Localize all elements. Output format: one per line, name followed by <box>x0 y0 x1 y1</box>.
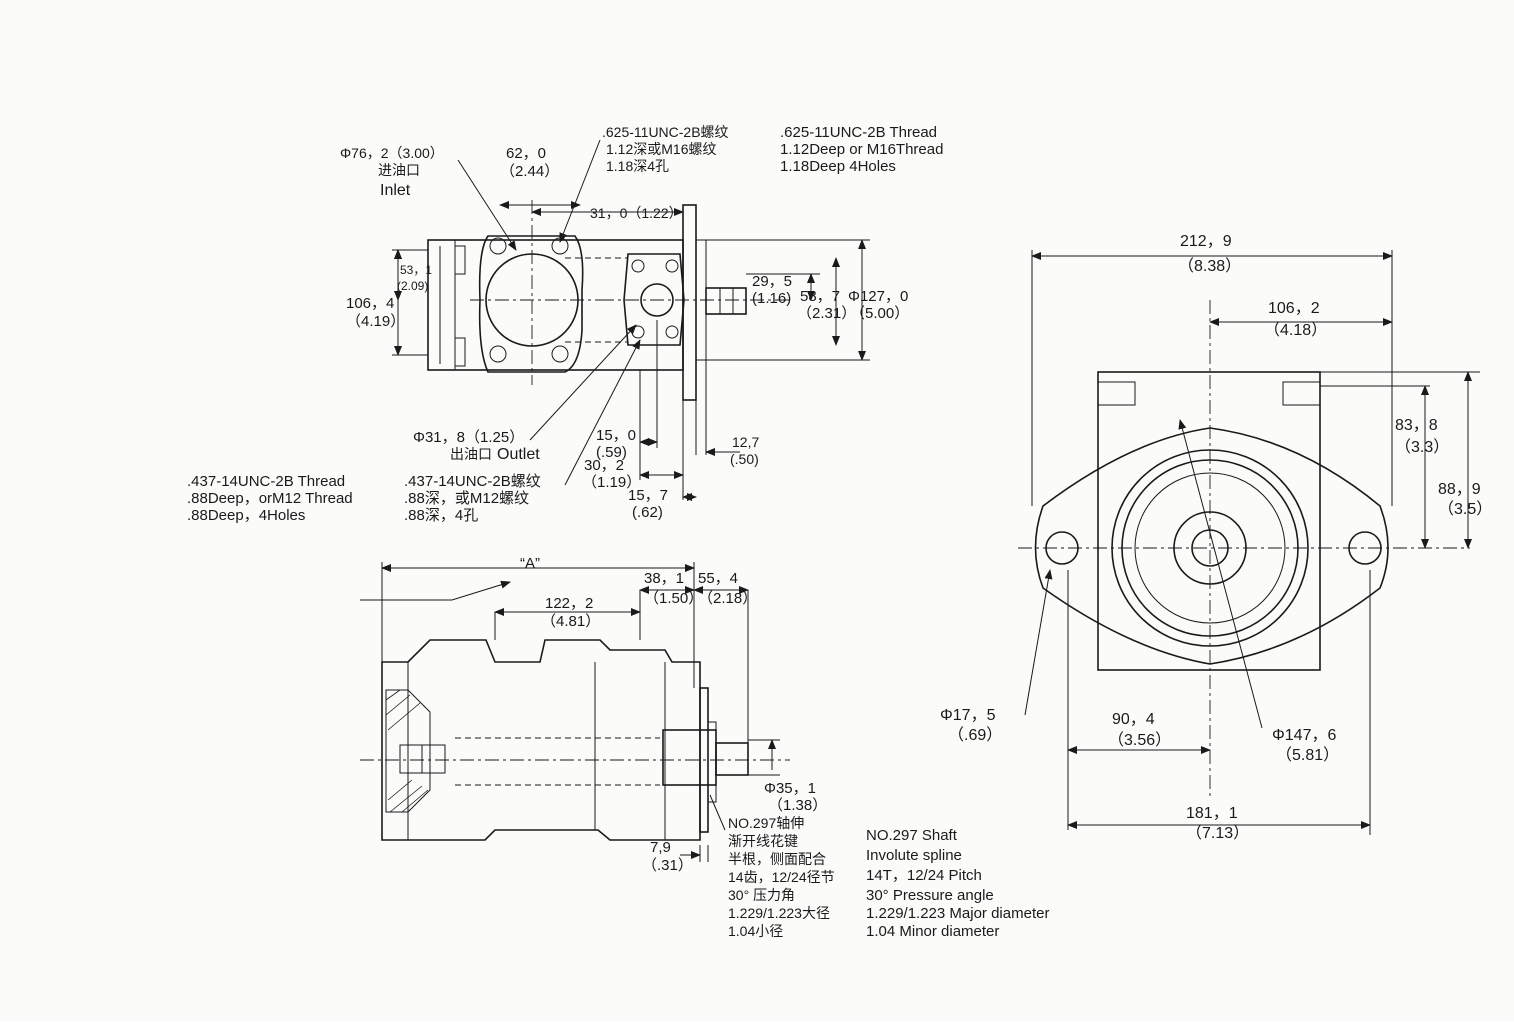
label-thread-en-1: .625-11UNC-2B Thread <box>780 124 937 141</box>
label-dim-88: 88，9 <box>1438 481 1481 498</box>
label-dim-90: 90，4 <box>1112 711 1155 728</box>
label-dim-88-in: （3.5） <box>1438 500 1492 518</box>
label-dim-35: Φ35，1 <box>764 780 816 797</box>
label-dim-127-in: （5.00） <box>850 305 909 322</box>
label-dim-62-in: （2.44） <box>500 163 559 180</box>
label-shaft-cn-1: NO.297轴伸 <box>728 815 804 831</box>
label-dim-181-in: （7.13） <box>1186 824 1249 842</box>
label-dim-106-2-in: （4.18） <box>1264 321 1327 339</box>
label-dim-147: Φ147，6 <box>1272 727 1336 744</box>
label-out-thread-en-1: .437-14UNC-2B Thread <box>187 473 345 490</box>
side-view <box>360 562 790 862</box>
inlet-bolt-hole <box>551 345 569 363</box>
label-out-thread-en-2: .88Deep，orM12 Thread <box>187 490 353 507</box>
label-outlet-cn: 出油口 <box>450 446 492 462</box>
label-dim-122: 122，2 <box>545 595 593 612</box>
label-dim-38: 38，1 <box>644 570 684 587</box>
label-shaft-en-4: 30° Pressure angle <box>866 887 994 904</box>
label-dim-53: 53，1 <box>400 263 432 277</box>
label-shaft-cn-3: 半根，侧面配合 <box>728 851 826 867</box>
outlet-port-circle <box>640 283 674 317</box>
label-dim-212: 212，9 <box>1180 233 1232 250</box>
label-dim-12-in: (.50) <box>730 451 759 467</box>
label-shaft-en-2: Involute spline <box>866 847 962 864</box>
label-shaft-en-5: 1.229/1.223 Major diameter <box>866 905 1049 922</box>
top-view <box>392 139 870 501</box>
label-dim-12: 12,7 <box>732 434 759 450</box>
label-dim-15-7: 15，7 <box>628 487 668 504</box>
label-dim-90-in: （3.56） <box>1108 731 1171 749</box>
label-dim-53-in: (2.09) <box>397 279 428 293</box>
label-out-thread-cn-2: .88深，或M12螺纹 <box>404 490 529 507</box>
label-dim-58: 58，7 <box>800 288 840 305</box>
label-dim-29-in: (1.16) <box>752 290 791 307</box>
label-dim-212-in: （8.38） <box>1178 257 1241 275</box>
label-thread-cn-2: 1.12深或M16螺纹 <box>606 141 716 157</box>
label-dim-30: 30，2 <box>584 457 624 474</box>
label-outlet-dia: Φ31，8（1.25） <box>413 429 524 446</box>
label-inlet-en: Inlet <box>380 182 411 199</box>
label-dim-122-in: （4.81） <box>541 613 600 630</box>
label-dim-55-in: （2.18） <box>698 590 757 607</box>
label-shaft-en-3: 14T，12/24 Pitch <box>866 867 982 884</box>
labels: Φ76，2（3.00） 进油口 Inlet 62，0 （2.44） 31，0（1… <box>187 124 1492 940</box>
label-view-a: “A” <box>520 555 540 572</box>
label-inlet-dia: Φ76，2（3.00） <box>340 145 444 161</box>
label-dim-15-7-in: (.62) <box>632 504 663 521</box>
front-view <box>1018 250 1480 835</box>
label-dim-7: 7,9 <box>650 839 671 856</box>
label-dim-83-in: （3.3） <box>1395 438 1449 456</box>
side-shaft <box>715 742 749 776</box>
label-dim-127: Φ127，0 <box>848 288 908 305</box>
shaft <box>705 287 747 315</box>
label-shaft-cn-5: 30° 压力角 <box>728 887 795 903</box>
label-dim-106-2: 106，2 <box>1268 300 1320 317</box>
label-dim-15: 15，0 <box>596 427 636 444</box>
label-out-thread-cn-1: .437-14UNC-2B螺纹 <box>404 473 541 490</box>
label-dim-38-in: （1.50） <box>644 590 703 607</box>
label-dim-181: 181，1 <box>1186 805 1238 822</box>
label-dim-106-in: （4.19） <box>346 313 405 330</box>
label-shaft-cn-6: 1.229/1.223大径 <box>728 905 830 921</box>
label-dim-31: 31，0（1.22） <box>590 205 683 221</box>
label-dim-35-in: （1.38） <box>768 797 827 814</box>
mounting-flange <box>1034 427 1389 665</box>
label-shaft-en-6: 1.04 Minor diameter <box>866 923 999 940</box>
label-thread-cn-3: 1.18深4孔 <box>606 158 669 174</box>
label-out-thread-cn-3: .88深，4孔 <box>404 507 478 524</box>
label-thread-en-2: 1.12Deep or M16Thread <box>780 141 943 158</box>
inlet-bolt-hole <box>489 345 507 363</box>
label-dim-17-in: （.69） <box>948 726 1002 744</box>
label-shaft-cn-4: 14齿，12/24径节 <box>728 869 835 885</box>
label-thread-en-3: 1.18Deep 4Holes <box>780 158 896 175</box>
label-dim-30-in: （1.19） <box>582 474 641 491</box>
label-dim-55: 55，4 <box>698 570 738 587</box>
label-dim-17: Φ17，5 <box>940 707 996 724</box>
label-inlet-cn: 进油口 <box>378 162 420 178</box>
label-shaft-en-1: NO.297 Shaft <box>866 827 958 844</box>
label-dim-83: 83，8 <box>1395 417 1438 434</box>
label-dim-58-in: （2.31） <box>797 305 856 322</box>
label-shaft-cn-2: 渐开线花键 <box>728 833 798 849</box>
label-shaft-cn-7: 1.04小径 <box>728 923 783 939</box>
inlet-bolt-hole <box>489 237 507 255</box>
label-outlet-en: Outlet <box>497 446 540 463</box>
label-dim-147-in: （5.81） <box>1276 746 1339 764</box>
label-dim-29: 29，5 <box>752 273 792 290</box>
label-thread-cn-1: .625-11UNC-2B螺纹 <box>602 124 729 140</box>
label-dim-106: 106，4 <box>346 295 394 312</box>
label-dim-15-in: (.59) <box>596 444 627 461</box>
label-dim-7-in: （.31） <box>642 857 693 874</box>
label-out-thread-en-3: .88Deep，4Holes <box>187 507 305 524</box>
label-dim-62: 62，0 <box>506 145 546 162</box>
